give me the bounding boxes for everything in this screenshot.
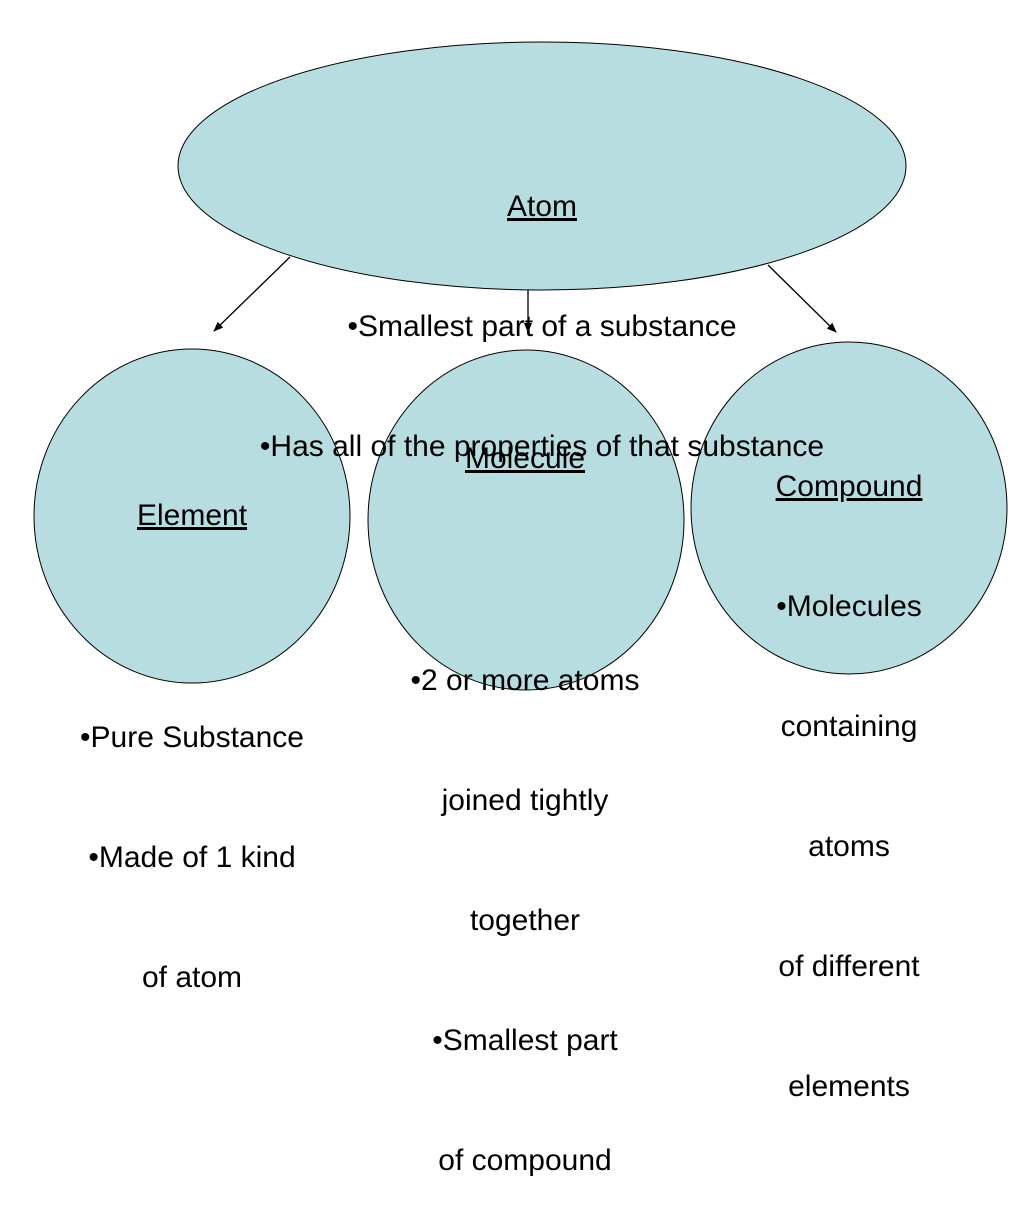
molecule-line-4: •Smallest part xyxy=(432,1024,618,1057)
compound-line-3: atoms xyxy=(808,830,890,863)
element-line-3: of atom xyxy=(141,961,243,994)
element-text: Element •Pure Substance •Made of 1 kind … xyxy=(52,416,332,1038)
element-node xyxy=(33,348,351,684)
compound-text: Compound •Molecules containing atoms of … xyxy=(709,387,989,1147)
atom-heading: Atom xyxy=(506,190,578,223)
arrow-atom-to-compound xyxy=(767,264,837,333)
compound-line-1: •Molecules xyxy=(776,590,922,623)
compound-line-2: containing xyxy=(780,710,918,743)
molecule-line-3: together xyxy=(469,904,581,937)
concept-map xyxy=(33,41,1008,691)
molecule-line-5: of compound xyxy=(438,1144,612,1177)
compound-line-5: elements xyxy=(788,1070,910,1103)
atom-text: Atom •Smallest part of a substance •Has … xyxy=(192,107,892,507)
atom-line-1: •Smallest part of a substance xyxy=(347,310,737,343)
element-line-1: •Pure Substance xyxy=(80,721,304,754)
atom-line-2: •Has all of the properties of that subst… xyxy=(259,430,825,463)
molecule-node xyxy=(367,349,685,691)
compound-heading: Compound xyxy=(775,470,923,503)
compound-node xyxy=(690,341,1008,675)
atom-node xyxy=(177,41,907,291)
element-heading: Element xyxy=(136,499,248,532)
arrow-atom-to-element xyxy=(213,256,291,332)
molecule-line-1: •2 or more atoms xyxy=(410,664,640,697)
element-line-2: •Made of 1 kind xyxy=(88,841,296,874)
molecule-text: Molecule •2 or more atoms joined tightly… xyxy=(385,359,665,1221)
molecule-line-2: joined tightly xyxy=(441,784,609,817)
molecule-heading: Molecule xyxy=(464,442,586,475)
compound-line-4: of different xyxy=(778,950,920,983)
